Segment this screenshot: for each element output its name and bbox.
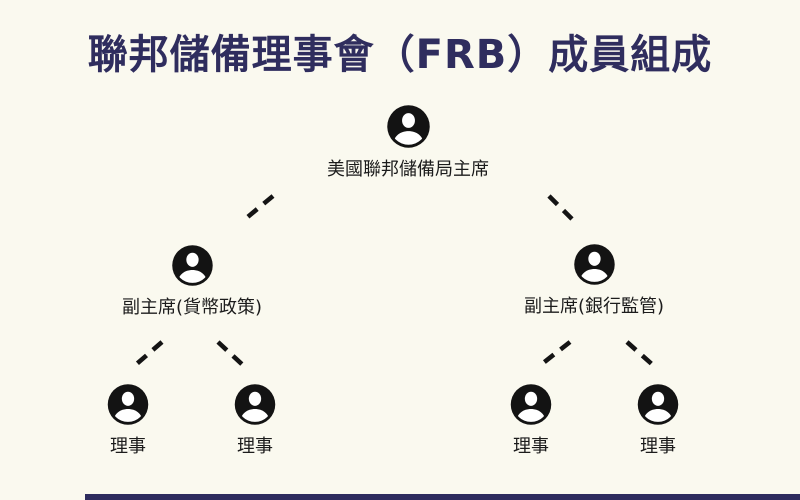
- person-icon: [386, 105, 430, 148]
- org-node-governor-4: 理事: [637, 384, 679, 458]
- node-label: 副主席(銀行監管): [523, 296, 665, 317]
- connector-dashed-line: [625, 340, 656, 368]
- node-label: 副主席(貨幣政策): [121, 297, 263, 318]
- org-node-vice-chair-monetary: 副主席(貨幣政策): [122, 245, 262, 319]
- connector-dashed-line: [130, 340, 164, 370]
- person-icon: [637, 384, 679, 425]
- org-node-governor-2: 理事: [234, 384, 276, 458]
- node-label: 理事: [110, 436, 146, 457]
- org-node-chairman: 美國聯邦儲備局主席: [327, 105, 489, 181]
- connector-dashed-line: [536, 340, 572, 369]
- person-icon: [107, 384, 149, 425]
- person-icon: [573, 244, 615, 285]
- connector-dashed-line: [547, 194, 579, 226]
- person-icon: [171, 245, 213, 286]
- node-label: 理事: [640, 436, 676, 457]
- person-icon: [510, 384, 552, 425]
- org-node-governor-3: 理事: [510, 384, 552, 458]
- node-label: 美國聯邦儲備局主席: [327, 159, 489, 180]
- node-label: 理事: [513, 436, 549, 457]
- connector-dashed-line: [216, 340, 248, 370]
- node-label: 理事: [237, 436, 273, 457]
- org-node-vice-chair-supervision: 副主席(銀行監管): [524, 244, 664, 318]
- org-node-governor-1: 理事: [107, 384, 149, 458]
- person-icon: [234, 384, 276, 425]
- bottom-accent-bar: [85, 494, 800, 500]
- page-title: 聯邦儲備理事會（FRB）成員組成: [87, 32, 713, 78]
- connector-dashed-line: [242, 194, 275, 222]
